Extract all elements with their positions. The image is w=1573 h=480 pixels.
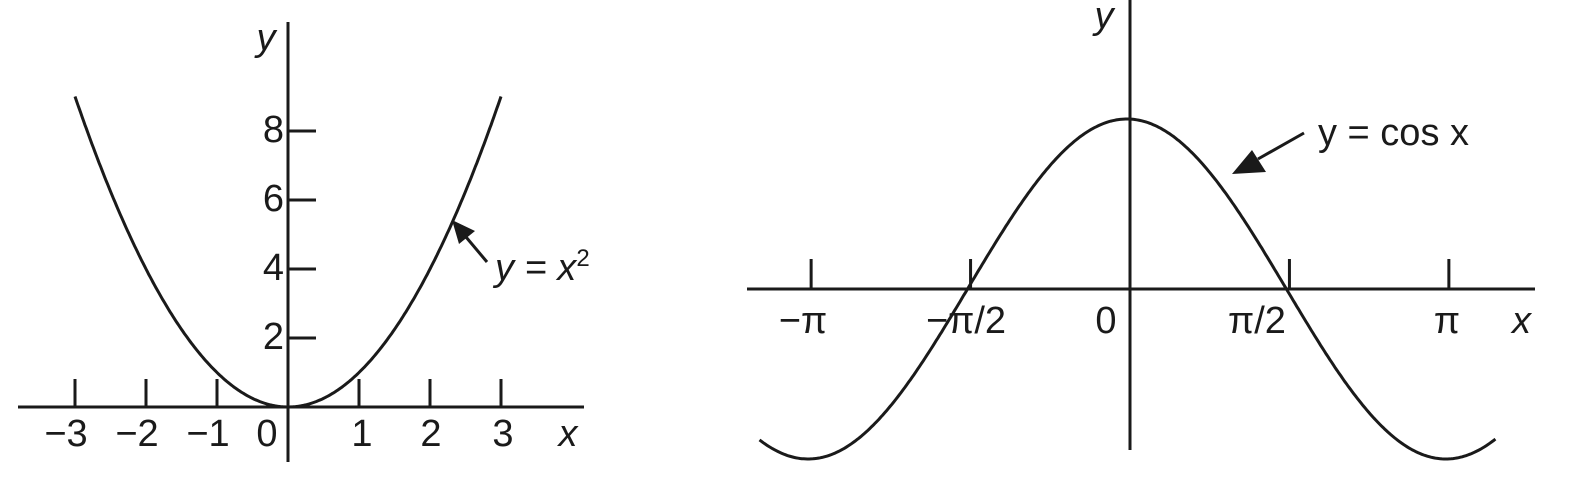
y-tick-marks xyxy=(288,129,316,340)
x-tick-label: −π xyxy=(779,300,827,342)
x-axis-label: x xyxy=(1510,300,1533,342)
cosine-curve xyxy=(758,117,1497,461)
x-tick-label: 0 xyxy=(256,413,277,455)
y-axis-label: y xyxy=(254,17,278,59)
y-tick-label: 8 xyxy=(263,109,284,151)
x-tick-labels: −π −π/2 0 π/2 π xyxy=(779,300,1460,342)
parabola-curve xyxy=(73,96,503,409)
annotation-arrowhead xyxy=(452,220,475,244)
annotation-label: y = x2 xyxy=(492,245,590,289)
parabola-annotation: y = x2 xyxy=(452,220,590,289)
y-tick-label: 4 xyxy=(263,247,284,289)
x-tick-label: π xyxy=(1434,300,1460,342)
x-tick-label: −3 xyxy=(44,413,87,455)
x-tick-label: −2 xyxy=(115,413,158,455)
parabola-chart: −3 −2 −1 0 1 2 3 2 4 6 8 x y y = x2 xyxy=(18,17,590,462)
annotation-arrow-shaft xyxy=(1257,131,1305,161)
cosine-chart: −π −π/2 0 π/2 π x y y = cos x xyxy=(747,0,1535,461)
annotation-arrow-shaft xyxy=(464,236,489,263)
cosine-annotation: y = cos x xyxy=(1232,112,1469,174)
x-tick-label: π/2 xyxy=(1228,300,1286,342)
x-tick-label: −1 xyxy=(186,413,229,455)
y-tick-labels: 2 4 6 8 xyxy=(263,109,284,358)
x-tick-label: 3 xyxy=(492,413,513,455)
x-tick-label: 2 xyxy=(420,413,441,455)
x-tick-labels: −3 −2 −1 0 1 2 3 xyxy=(44,413,513,455)
annotation-arrowhead xyxy=(1232,150,1266,174)
annotation-label: y = cos x xyxy=(1318,112,1469,154)
x-tick-label: 1 xyxy=(351,413,372,455)
x-tick-label: 0 xyxy=(1095,300,1116,342)
x-tick-marks xyxy=(73,379,503,407)
x-axis-label: x xyxy=(557,413,580,455)
y-tick-label: 2 xyxy=(263,316,284,358)
y-axis-label: y xyxy=(1092,0,1116,37)
y-tick-label: 6 xyxy=(263,178,284,220)
